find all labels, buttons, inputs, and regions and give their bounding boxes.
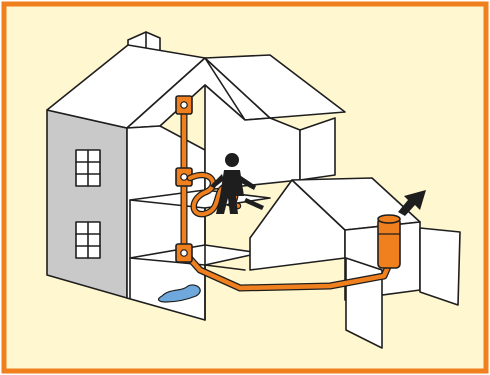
garage-open-door	[420, 228, 460, 305]
window-upper	[76, 150, 100, 186]
house-side-wall	[47, 110, 127, 298]
central-vacuum-inlet-icon	[176, 96, 192, 114]
window-lower	[76, 222, 100, 258]
power-unit-canister-icon	[378, 215, 400, 268]
central-vacuum-inlet-icon	[176, 244, 192, 262]
